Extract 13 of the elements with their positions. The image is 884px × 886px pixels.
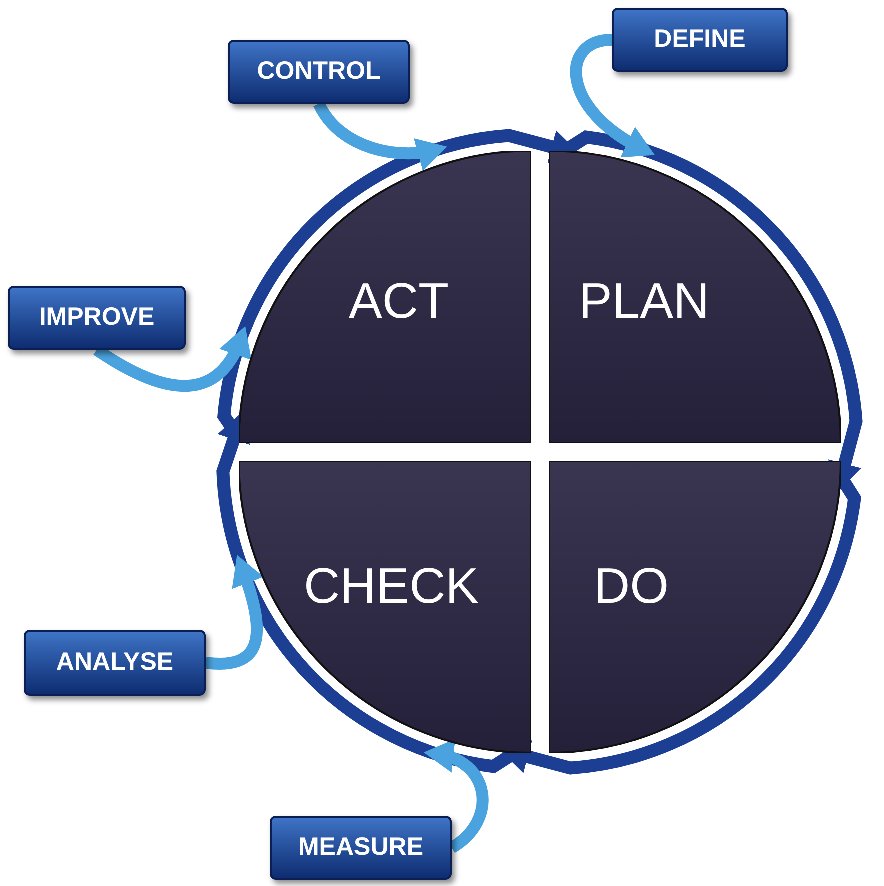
- quadrant-label: PLAN: [579, 276, 710, 326]
- curved-arrow: [314, 101, 448, 171]
- step-box: ANALYSE: [24, 630, 206, 696]
- curved-arrow: [424, 740, 489, 853]
- quadrant-label: ACT: [349, 276, 449, 326]
- curved-arrow: [94, 326, 250, 392]
- step-box: CONTROL: [228, 40, 410, 104]
- step-box: IMPROVE: [8, 286, 186, 350]
- step-box: DEFINE: [612, 8, 788, 72]
- step-box: MEASURE: [270, 816, 452, 880]
- curved-arrow: [570, 34, 655, 156]
- quadrant-label: DO: [594, 561, 669, 611]
- quadrant-label: CHECK: [304, 561, 480, 611]
